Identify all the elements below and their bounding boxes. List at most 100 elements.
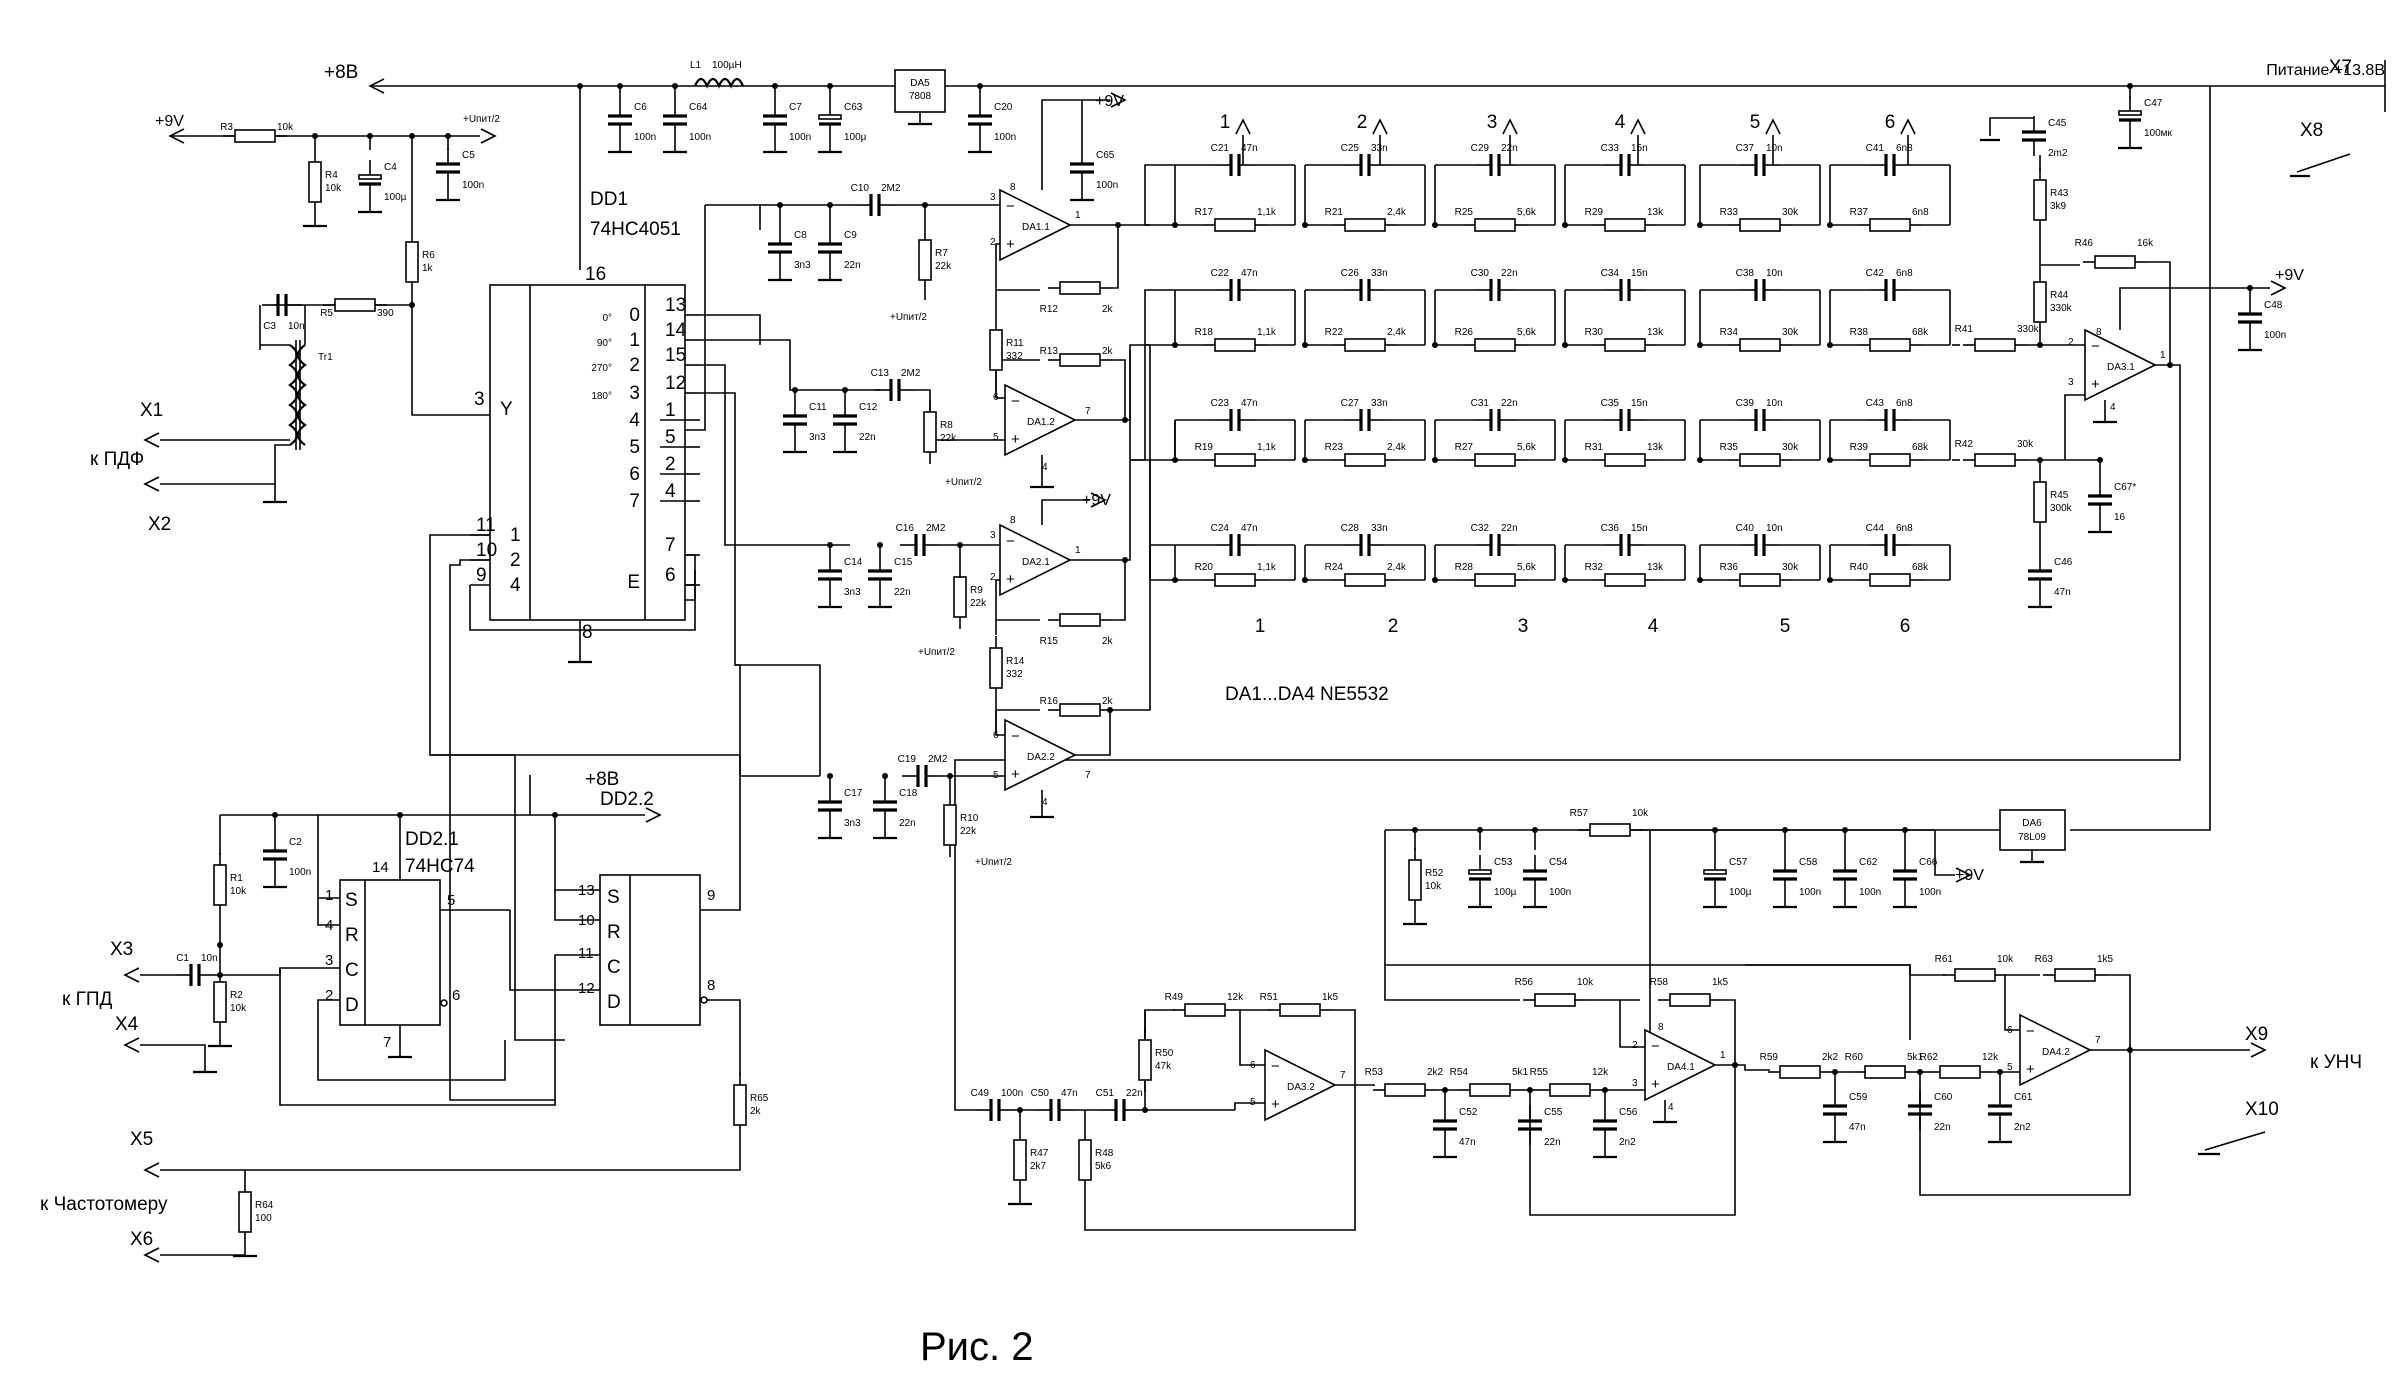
ic-dd1-channel-4: 4 bbox=[629, 410, 640, 431]
opamp-plus-sign: + bbox=[1006, 236, 1015, 253]
junction-dot bbox=[827, 773, 833, 779]
label-C2: C2 bbox=[289, 837, 302, 848]
wire bbox=[1234, 1102, 1265, 1110]
opamp-minus-sign: − bbox=[2091, 338, 2100, 355]
label-C9: C9 bbox=[844, 230, 857, 241]
resistor-R39 bbox=[1869, 453, 1911, 467]
label-R61: R61 bbox=[1935, 954, 1954, 965]
value-R43: 3k9 bbox=[2050, 201, 2067, 212]
opamp-name: DA3.1 bbox=[2107, 362, 2135, 373]
junction-dot bbox=[1562, 577, 1568, 583]
ic-dd1-pin-10: 10 bbox=[476, 540, 497, 561]
junction-dot bbox=[957, 542, 963, 548]
resistor-R7 bbox=[918, 239, 932, 281]
label-R9: R9 bbox=[970, 585, 983, 596]
label-C41: C41 bbox=[1866, 143, 1885, 154]
value-R14: 332 bbox=[1006, 669, 1023, 680]
da41-pin8: 8 bbox=[1658, 1022, 1664, 1033]
wire bbox=[1130, 345, 1146, 461]
resistor-R11 bbox=[989, 329, 1003, 371]
label-C24: C24 bbox=[1211, 523, 1230, 534]
ic-dd2-1-input-c: C bbox=[345, 960, 359, 981]
junction-dot bbox=[1432, 457, 1438, 463]
value-R8: 22k bbox=[940, 433, 957, 444]
value-R24: 2,4k bbox=[1387, 562, 1407, 573]
junction-dot bbox=[792, 387, 798, 393]
junction-dot bbox=[1562, 457, 1568, 463]
opamp-name: DA4.2 bbox=[2042, 1047, 2070, 1058]
arrow-right-icon bbox=[2270, 280, 2287, 296]
wire-plus9-da11 bbox=[1041, 99, 1110, 122]
label-C31: C31 bbox=[1471, 398, 1490, 409]
junction-dot bbox=[2127, 1047, 2133, 1053]
phase-top-1: 1 bbox=[1220, 112, 1231, 133]
junction-dot bbox=[1432, 342, 1438, 348]
junction-dot bbox=[1302, 457, 1308, 463]
junction-dot bbox=[1902, 827, 1908, 833]
label-R64: R64 bbox=[255, 1200, 274, 1211]
junction-dot bbox=[272, 812, 278, 818]
value-R34: 30k bbox=[1782, 327, 1799, 338]
da22-pin6: 6 bbox=[993, 730, 999, 741]
label-C16: C16 bbox=[896, 523, 915, 534]
resistor-R30 bbox=[1604, 338, 1646, 352]
da21-pin2: 2 bbox=[990, 572, 996, 583]
label-R65: R65 bbox=[750, 1093, 769, 1104]
value-C35: 15n bbox=[1631, 398, 1648, 409]
value-R54: 5k1 bbox=[1512, 1067, 1529, 1078]
value-R63: 1k5 bbox=[2097, 954, 2114, 965]
phase-bottom-4: 4 bbox=[1648, 616, 1659, 637]
resistor-R47 bbox=[1013, 1139, 1027, 1181]
value-R42: 30k bbox=[2017, 439, 2034, 450]
label-C11: C11 bbox=[809, 402, 827, 413]
value-C61: 2n2 bbox=[2014, 1122, 2031, 1133]
junction-dot bbox=[552, 812, 558, 818]
opamp-minus-sign: − bbox=[1011, 728, 1020, 745]
junction-dot bbox=[1172, 457, 1178, 463]
junction-dot bbox=[1122, 557, 1128, 563]
value-R22: 2,4k bbox=[1387, 327, 1407, 338]
opamp-da4-1 bbox=[1644, 1028, 1717, 1102]
wire bbox=[430, 754, 741, 911]
wire bbox=[995, 243, 1040, 291]
wire bbox=[2064, 394, 2085, 460]
value-C17: 3n3 bbox=[844, 818, 861, 829]
opamp-da3-1 bbox=[2084, 328, 2157, 402]
junction-dot bbox=[1917, 1069, 1923, 1075]
label-R4: R4 bbox=[325, 170, 338, 181]
value-C42: 6n8 bbox=[1896, 268, 1913, 279]
dd21-pin5: 5 bbox=[447, 892, 455, 909]
value-R37: 6n8 bbox=[1912, 207, 1929, 218]
inverted-output-icon bbox=[700, 996, 708, 1004]
value-C9: 22n bbox=[844, 260, 861, 271]
arrow-left-icon bbox=[368, 78, 385, 94]
value-C30: 22n bbox=[1501, 268, 1518, 279]
value-C67: 16 bbox=[2114, 512, 2126, 523]
resistor-R38 bbox=[1869, 338, 1911, 352]
resistor-R55 bbox=[1549, 1083, 1591, 1097]
arrow-left-icon bbox=[143, 476, 160, 492]
value-C3: 10n bbox=[288, 321, 305, 332]
ic-dd1-addr-1: 2 bbox=[510, 550, 521, 571]
label-C36: C36 bbox=[1601, 523, 1620, 534]
dd22-pin12: 12 bbox=[578, 980, 595, 997]
resistor-R17 bbox=[1214, 218, 1256, 232]
value-C37: 10n bbox=[1766, 143, 1783, 154]
label-R50: R50 bbox=[1155, 1048, 1174, 1059]
junction-dot bbox=[882, 773, 888, 779]
transformer-secondary-icon bbox=[296, 344, 307, 446]
label-R5: R5 bbox=[320, 308, 333, 319]
wire bbox=[1144, 164, 1175, 225]
ic-dd2-2-name: DD2.2 bbox=[600, 789, 654, 810]
value-R52: 10k bbox=[1425, 881, 1442, 892]
junction-dot bbox=[1432, 577, 1438, 583]
opamp-plus-sign: + bbox=[1011, 766, 1020, 783]
label-C20: C20 bbox=[994, 102, 1013, 113]
value-R6: 1k bbox=[422, 263, 434, 274]
resistor-R57 bbox=[1589, 823, 1631, 837]
resistor-R14 bbox=[989, 647, 1003, 689]
wire bbox=[215, 967, 340, 976]
label-C62: C62 bbox=[1859, 857, 1878, 868]
junction-dot bbox=[842, 387, 848, 393]
opamp-plus-sign: + bbox=[1011, 431, 1020, 448]
